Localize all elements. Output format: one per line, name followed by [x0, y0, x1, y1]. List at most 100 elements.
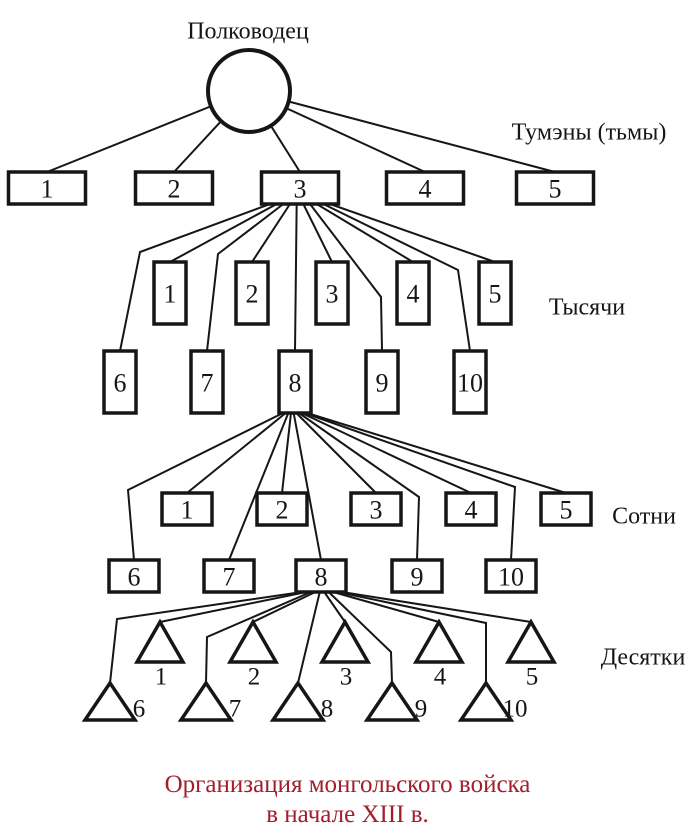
desyatok-triangle — [504, 618, 558, 664]
sotnya-box — [107, 558, 161, 594]
tysyacha-box — [314, 260, 350, 326]
connector-tumen-tysyacha — [119, 203, 271, 352]
sotnya-box — [390, 558, 444, 594]
tumen-box — [259, 170, 341, 206]
caption-line-1: Организация монгольского войска — [164, 771, 531, 798]
connector-tysyacha-sotnya — [301, 412, 472, 494]
connector-tysyacha-sotnya — [298, 412, 421, 561]
unit-number: 1 — [164, 280, 177, 309]
unit-number: 3 — [340, 664, 353, 691]
connector-tysyacha-sotnya — [186, 412, 287, 494]
connector-sotnya-desyatok — [327, 591, 393, 684]
unit-number: 8 — [315, 563, 328, 592]
sotnya-box — [202, 558, 256, 594]
tysyacha-box — [234, 260, 270, 326]
connector-tumen-tysyacha — [329, 203, 496, 263]
sotnya-box — [539, 491, 593, 527]
connector-sotnya-desyatok — [332, 591, 440, 623]
connector-commander-tumen — [248, 90, 556, 173]
unit-number: 6 — [133, 696, 146, 723]
connector-sotnya-desyatok — [205, 591, 312, 684]
unit-number: 2 — [168, 175, 181, 204]
connector-tysyacha-sotnya — [228, 412, 290, 561]
caption: Организация монгольского войска в начале… — [0, 770, 695, 830]
desyatok-triangle — [226, 618, 280, 664]
connector-tysyacha-sotnya — [292, 412, 322, 561]
level-label-tumeny: Тумэны (тьмы) — [511, 119, 667, 146]
connector-tumen-tysyacha — [316, 203, 414, 263]
tysyacha-box — [364, 349, 400, 415]
connector-tumen-tysyacha — [169, 203, 278, 263]
unit-number: 10 — [457, 369, 483, 398]
unit-number: 4 — [419, 175, 432, 204]
unit-number: 7 — [201, 369, 214, 398]
connector-tumen-tysyacha — [206, 203, 284, 352]
connector-sotnya-desyatok — [297, 591, 321, 684]
tysyacha-box — [277, 349, 313, 415]
desyatok-triangle — [177, 679, 235, 722]
desyatok-triangle — [269, 679, 327, 722]
caption-line-2: в начале XIII в. — [266, 801, 429, 828]
desyatok-triangle — [363, 679, 421, 722]
connector-tysyacha-sotnya — [304, 412, 517, 561]
unit-number: 1 — [181, 496, 194, 525]
unit-number: 4 — [465, 496, 478, 525]
connector-sotnya-desyatok — [159, 591, 307, 623]
unit-number: 6 — [114, 369, 127, 398]
connector-sotnya-desyatok — [323, 591, 346, 623]
sotnya-box — [444, 491, 498, 527]
unit-number: 5 — [549, 175, 562, 204]
unit-number: 1 — [41, 175, 54, 204]
unit-number: 5 — [526, 664, 539, 691]
unit-number: 2 — [248, 664, 261, 691]
unit-number: 10 — [498, 563, 524, 592]
sotnya-box — [294, 558, 348, 594]
desyatok-triangle — [133, 618, 187, 664]
desyatok-triangle — [412, 618, 466, 664]
sotnya-box — [349, 491, 403, 527]
unit-number: 3 — [326, 280, 339, 309]
tysyacha-box — [102, 349, 138, 415]
tumen-box — [133, 170, 215, 206]
connector-tysyacha-sotnya — [306, 412, 567, 494]
unit-number: 9 — [415, 696, 428, 723]
connector-sotnya-desyatok — [109, 591, 303, 684]
sotnya-box — [160, 491, 214, 527]
unit-number: 3 — [294, 175, 307, 204]
tysyacha-box — [395, 260, 431, 326]
level-label-desyatki: Десятки — [600, 644, 686, 671]
tysyacha-box — [189, 349, 225, 415]
connector-tumen-tysyacha — [251, 203, 291, 263]
sotnya-box — [255, 491, 309, 527]
tumen-box — [514, 170, 596, 206]
unit-number: 9 — [376, 369, 389, 398]
unit-number: 5 — [489, 280, 502, 309]
desyatok-triangle — [318, 618, 372, 664]
connector-tumen-tysyacha — [294, 203, 298, 352]
unit-number: 3 — [370, 496, 383, 525]
connector-sotnya-desyatok — [341, 591, 532, 623]
desyatok-triangle — [81, 679, 139, 722]
level-label-tysyachi: Тысячи — [548, 294, 626, 321]
unit-number: 8 — [321, 696, 334, 723]
connector-tumen-tysyacha — [309, 203, 383, 352]
connector-sotnya-desyatok — [337, 591, 487, 683]
commander-label: Полководец — [187, 18, 309, 45]
connector-tumen-tysyacha — [302, 203, 333, 263]
level-label-sotni: Сотни — [612, 503, 676, 530]
unit-number: 4 — [407, 280, 420, 309]
unit-number: 6 — [128, 563, 141, 592]
unit-number: 7 — [229, 696, 242, 723]
sotnya-box — [484, 558, 538, 594]
unit-number: 5 — [560, 496, 573, 525]
desyatok-triangle — [457, 679, 515, 722]
connector-sotnya-desyatok — [252, 591, 316, 623]
unit-number: 4 — [434, 664, 447, 691]
unit-number: 1 — [155, 664, 168, 691]
unit-number: 7 — [223, 563, 236, 592]
tumen-box — [6, 170, 88, 206]
connector-tysyacha-sotnya — [126, 412, 284, 561]
tysyacha-box — [452, 349, 488, 415]
